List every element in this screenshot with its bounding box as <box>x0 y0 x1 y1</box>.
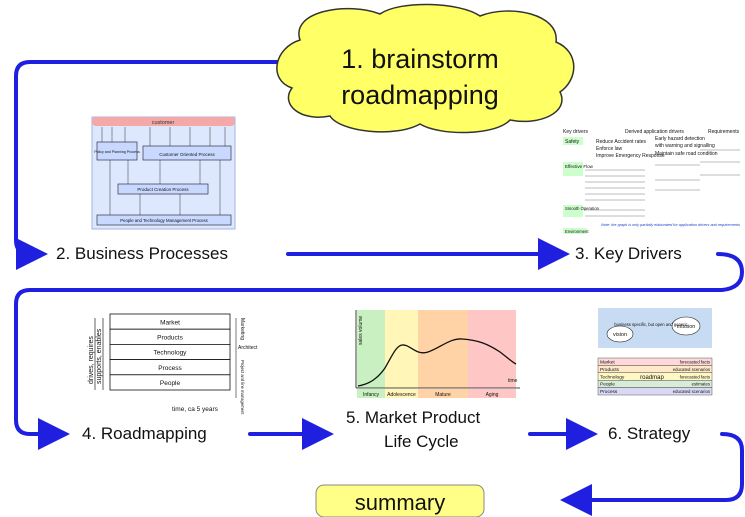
rm-right-marketing: Marketing <box>239 318 245 340</box>
rm-right-architect: Architect <box>238 345 258 351</box>
st-row-name: Products <box>600 367 620 373</box>
kd-note: Note: the graph is only partially elabor… <box>601 223 740 227</box>
step-business-processes: 2. Business Processes <box>56 244 228 263</box>
st-row-note: estimates <box>692 382 710 387</box>
plc-sales-curve <box>357 338 517 387</box>
rm-layer-label: Products <box>157 335 183 342</box>
st-row-note: educated scenarios <box>673 389 710 394</box>
rm-right-management: Project and line management <box>240 360 245 415</box>
arrow-strategy-to-summary <box>560 432 744 516</box>
rm-layer-label: People <box>160 380 181 387</box>
bp-customer-oriented: Customer Oriented Process <box>159 152 215 157</box>
kd-maintain-road: Maintain safe road condition <box>655 151 718 157</box>
plc-phase-label: Aging <box>486 392 499 398</box>
kd-safety: Safety <box>565 139 580 145</box>
plc-phase-band <box>468 310 516 388</box>
step-key-drivers: 3. Key Drivers <box>575 244 682 263</box>
cloud-title-line2: roadmapping <box>341 80 499 110</box>
kd-enforce-law: Enforce law <box>596 146 623 152</box>
st-caption: business specific, but open and generic <box>614 322 687 327</box>
st-row <box>597 387 713 396</box>
bp-customer: customer <box>152 120 175 126</box>
st-vision: vision <box>613 332 627 338</box>
plc-phase-tag <box>468 389 516 398</box>
bp-product-creation: Product Creation Process <box>137 187 189 192</box>
cloud-title-line1: 1. brainstorm <box>341 44 499 74</box>
arrow-cloud-to-business <box>14 60 287 270</box>
st-roadmap: roadmap <box>640 375 664 381</box>
kd-col-derived: Derived application drivers <box>625 129 684 135</box>
st-row-note: educated scenarios <box>673 367 710 372</box>
st-row-name: People <box>600 382 615 388</box>
kd-warning: with warning and signalling <box>655 143 715 149</box>
st-row-name: Market <box>600 360 615 366</box>
plc-phase-label: Infancy <box>363 392 380 398</box>
rm-layer-label: Market <box>160 319 180 326</box>
kd-reduce-accident: Reduce Accident rates <box>596 139 647 145</box>
plc-xlabel: time <box>508 378 518 384</box>
st-row-note: forecasted facts <box>680 360 710 365</box>
plc-phase-tag <box>385 389 418 398</box>
kd-improve-emergency: Improve Emergency Response <box>596 153 665 159</box>
plc-phase-tag <box>418 389 468 398</box>
key-drivers-thumbnail: Key drivers Derived application drivers … <box>563 129 740 234</box>
kd-early-hazard: Early hazard detection <box>655 136 705 142</box>
step-market-life-cycle-line2: Life Cycle <box>384 432 459 451</box>
rm-layer-label: Process <box>158 365 182 372</box>
st-row-note: forecasted facts <box>680 374 710 379</box>
st-mission: mission <box>677 324 696 330</box>
kd-col-req: Requirements <box>708 129 740 135</box>
rm-left-axis-1: drives, requires <box>88 336 95 384</box>
plc-thumbnail: Infancy Adolescence Mature Aging sales volu… <box>355 310 520 398</box>
st-mission-cloud <box>671 316 701 336</box>
brainstorm-cloud: 1. brainstorm roadmapping <box>276 3 575 134</box>
summary-box: summary <box>315 484 485 517</box>
st-row-name: Technology <box>600 374 625 380</box>
step-market-life-cycle-line1: 5. Market Product <box>346 408 481 427</box>
rm-left-axis-2: supports, enables <box>96 328 103 384</box>
plc-phase-tag <box>357 389 385 398</box>
bp-people-tech: People and Technology Management Process <box>120 218 208 223</box>
step-strategy: 6. Strategy <box>608 424 691 443</box>
bp-policy: Policy and Planning Process <box>94 150 140 154</box>
rm-time: time, ca 5 years <box>172 406 219 413</box>
strategy-thumbnail: vision mission business specific, but op… <box>597 308 713 396</box>
arrow-keydrivers-to-roadmapping <box>14 252 745 450</box>
plc-phase-band <box>357 310 385 388</box>
rm-layer-label: Technology <box>154 350 188 357</box>
plc-phase-label: Adolescence <box>387 392 416 398</box>
kd-col-key: Key drivers <box>563 129 589 135</box>
st-vision-cloud <box>606 325 634 343</box>
summary-label: summary <box>355 490 445 515</box>
kd-environment: Environment <box>565 229 589 234</box>
kd-effective-flow: Effective Flow <box>565 164 594 169</box>
plc-phase-label: Mature <box>435 392 451 398</box>
flow-arrows <box>14 60 745 516</box>
business-processes-thumbnail: customer Policy and Planning Process Cus… <box>91 116 236 230</box>
st-row-name: Process <box>600 389 618 395</box>
kd-smooth-operation: Smooth Operation <box>565 206 600 211</box>
rm-layer-box <box>109 374 231 391</box>
step-roadmapping: 4. Roadmapping <box>82 424 207 443</box>
plc-ylabel: sales volume <box>358 316 364 345</box>
plc-phase-band <box>418 310 468 388</box>
